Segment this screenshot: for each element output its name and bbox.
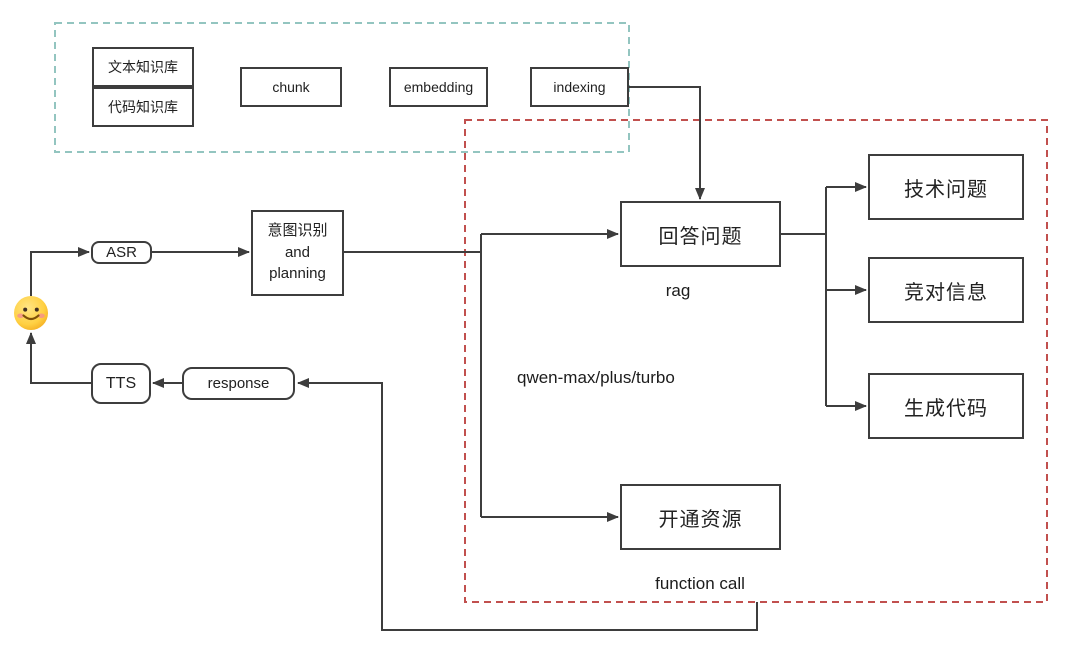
node-open-resource: 开通资源 [620, 484, 781, 550]
agent-group-border [464, 119, 1048, 603]
intent-line-3: planning [269, 265, 326, 283]
label-model: qwen-max/plus/turbo [517, 368, 675, 387]
label-function-call: function call [655, 574, 745, 593]
node-generate-code: 生成代码 [868, 373, 1024, 439]
intent-line-1: 意图识别 [267, 221, 328, 239]
node-kb-text: 文本知识库 [92, 47, 194, 87]
node-tech-question: 技术问题 [868, 154, 1024, 220]
user-smiley-icon [13, 295, 49, 331]
node-intent-planning: 意图识别 and planning [251, 210, 344, 296]
connector-tts-to-user [26, 332, 91, 384]
node-answer-question: 回答问题 [620, 201, 781, 267]
node-competitor-info: 竞对信息 [868, 257, 1024, 323]
node-tts: TTS [91, 363, 151, 404]
node-response: response [182, 367, 295, 400]
connector-indexing-to-answer [629, 86, 705, 200]
node-indexing: indexing [530, 67, 629, 107]
connector-agent-to-response [297, 378, 758, 631]
node-asr: ASR [91, 241, 152, 264]
node-kb-code: 代码知识库 [92, 87, 194, 127]
node-chunk: chunk [240, 67, 342, 107]
connector-user-to-asr [30, 247, 90, 296]
node-embedding: embedding [389, 67, 488, 107]
intent-line-2: and [284, 243, 310, 261]
label-rag: rag [665, 281, 691, 300]
